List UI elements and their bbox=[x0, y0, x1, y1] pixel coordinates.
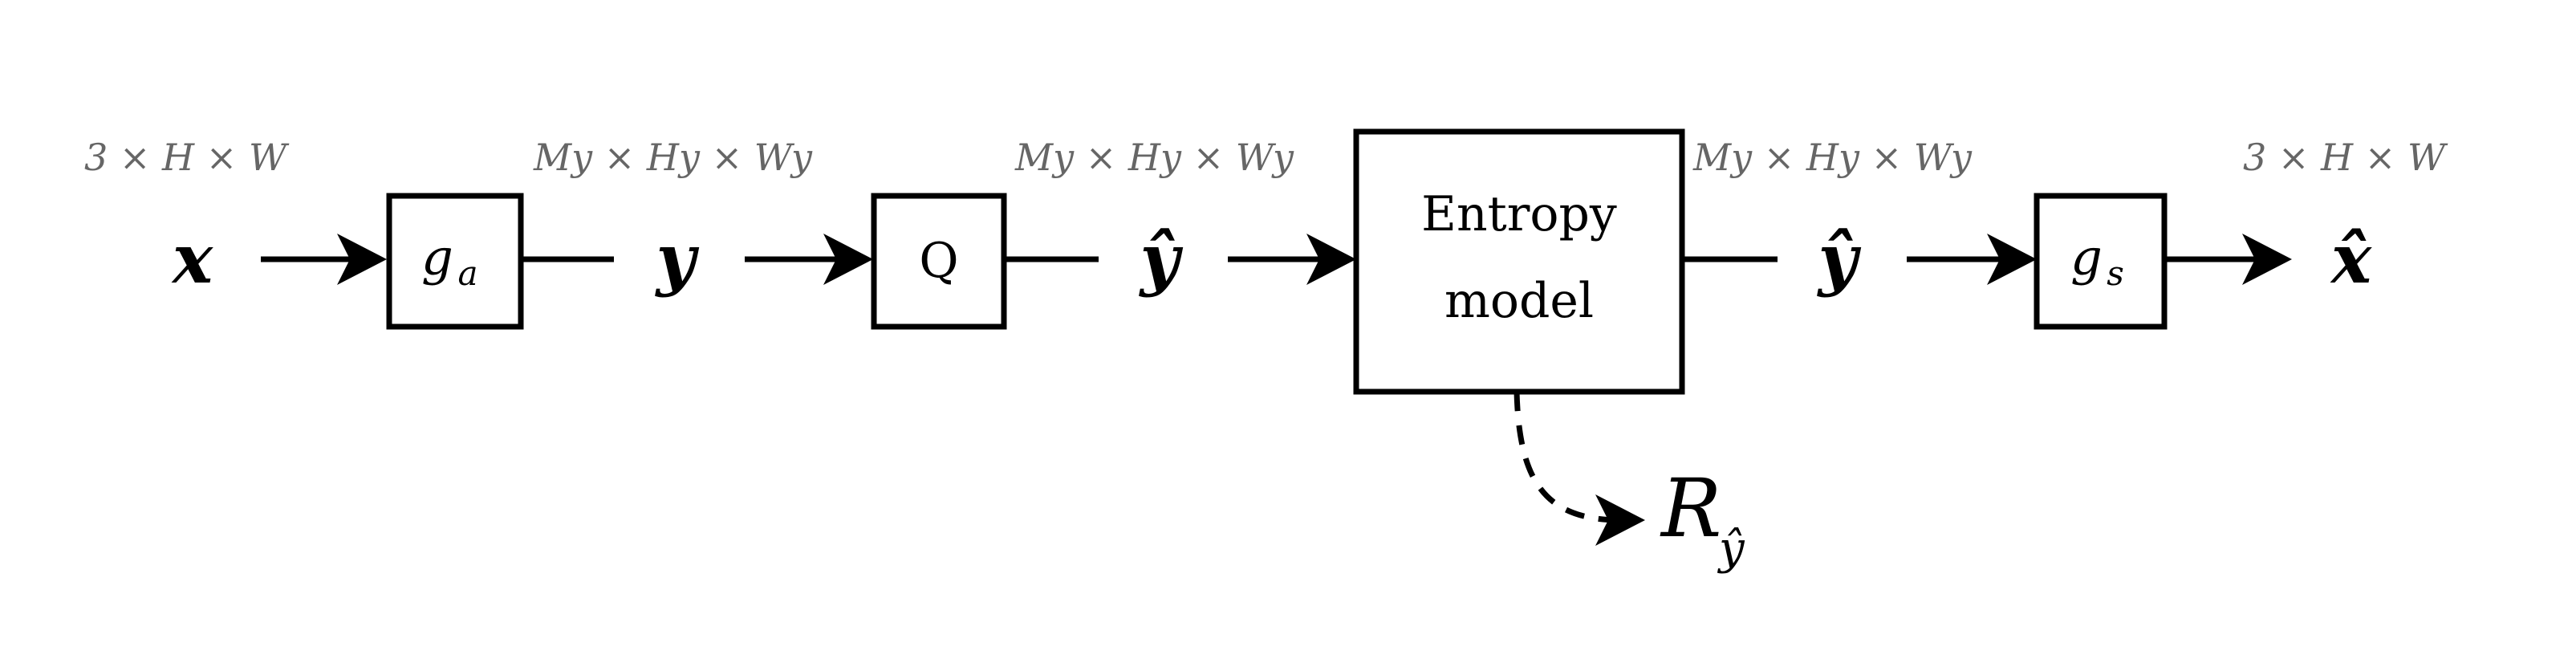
quantized-y-hat-symbol: ŷ bbox=[1139, 219, 1184, 299]
input-x-symbol: x bbox=[171, 219, 213, 299]
latent-dims-label: My × Hy × Wy bbox=[533, 136, 813, 179]
input-dims-label: 3 × H × W bbox=[84, 136, 290, 179]
analysis-transform-block bbox=[386, 193, 524, 330]
output-x-hat-symbol: x̂ bbox=[2330, 219, 2372, 299]
rate-dashed-arrow bbox=[1514, 391, 1622, 523]
latent-y-symbol: y bbox=[655, 219, 700, 299]
quantizer-label: Q bbox=[919, 233, 958, 289]
arrowhead-xhat bbox=[2242, 234, 2292, 285]
decoded-latent-dims-label: My × Hy × Wy bbox=[1692, 136, 1973, 179]
arrowhead-entropy bbox=[1306, 234, 1356, 285]
quantizer-block bbox=[871, 193, 1007, 330]
entropy-model-line1: Entropy bbox=[1421, 186, 1617, 242]
synthesis-subscript: s bbox=[2107, 254, 2124, 293]
output-dims-label: 3 × H × W bbox=[2243, 136, 2448, 179]
analysis-subscript: a bbox=[457, 254, 477, 293]
arrowhead-ga bbox=[337, 234, 387, 285]
entropy-model-block bbox=[1353, 128, 1685, 395]
quantized-dims-label: My × Hy × Wy bbox=[1014, 136, 1294, 179]
entropy-model-line2: model bbox=[1444, 273, 1594, 329]
rate-subscript: ŷ bbox=[1717, 523, 1745, 575]
decoded-y-hat-symbol: ŷ bbox=[1817, 219, 1862, 299]
synthesis-transform-block bbox=[2034, 193, 2168, 330]
synthesis-label: g bbox=[2070, 228, 2103, 287]
analysis-label: g bbox=[421, 228, 453, 287]
arrowhead-q bbox=[823, 234, 873, 285]
arrowhead-gs bbox=[1987, 234, 2037, 285]
rate-symbol: R bbox=[1660, 462, 1721, 555]
rate-arrowhead bbox=[1595, 494, 1645, 546]
